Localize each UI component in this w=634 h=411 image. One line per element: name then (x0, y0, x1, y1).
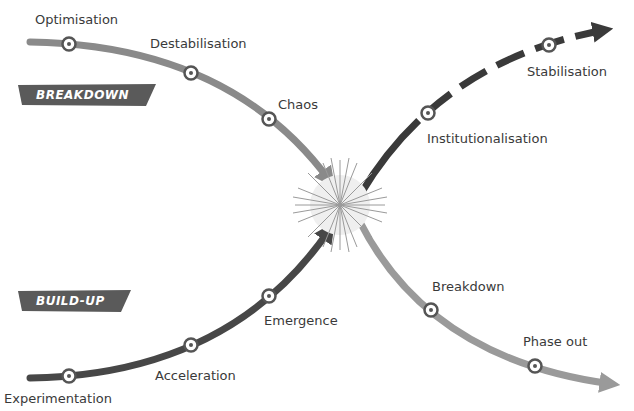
stage-label: Experimentation (4, 391, 112, 407)
stage-label: Optimisation (35, 12, 118, 28)
phase-banner: BREAKDOWN (18, 84, 156, 106)
stage-label: Breakdown (432, 279, 505, 295)
stage-label: Emergence (264, 313, 338, 329)
breakdown-curve (30, 42, 330, 181)
stage-label: Stabilisation (527, 64, 607, 80)
tipping-burst (293, 158, 387, 252)
stage-label: Phase out (523, 334, 587, 350)
stabilisation-curve (360, 30, 605, 195)
stage-label: Acceleration (155, 368, 236, 384)
banner-text: BUILD-UP (36, 294, 105, 308)
build-up-curve (30, 229, 330, 378)
stage-label: Chaos (278, 97, 318, 113)
stage-label: Institutionalisation (427, 131, 548, 147)
phase-out-curve (360, 222, 612, 384)
stage-label: Destabilisation (150, 36, 247, 52)
banner-text: BREAKDOWN (36, 88, 129, 102)
phase-banner: BUILD-UP (18, 290, 131, 312)
